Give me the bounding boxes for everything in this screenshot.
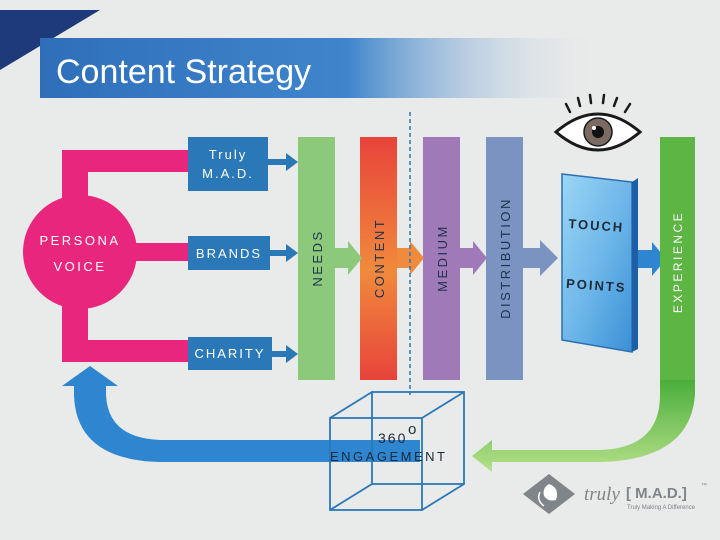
touch-to-experience-arrow: [638, 242, 666, 276]
content-label: CONTENT: [372, 218, 387, 298]
brands-box: [188, 236, 270, 270]
persona-voice-circle: [23, 195, 137, 309]
points-label: POINTS: [566, 276, 627, 295]
degree-mark: o: [408, 421, 416, 438]
needs-column: [298, 137, 335, 380]
experience-return-arrow: [472, 380, 695, 472]
logo-trademark: ™: [701, 482, 707, 489]
distribution-arrow: [523, 240, 558, 276]
engagement-label: ENGAGEMENT: [330, 449, 447, 464]
voice-label: VOICE: [54, 259, 107, 274]
medium-column: [423, 137, 460, 380]
logo-script: truly: [584, 484, 620, 505]
medium-arrow: [460, 241, 487, 275]
logo-bracketed: [ M.A.D.]: [626, 485, 687, 502]
experience-label: EXPERIENCE: [671, 211, 685, 313]
needs-label: NEEDS: [310, 229, 325, 286]
distribution-label: DISTRIBUTION: [498, 197, 513, 319]
truly-mad-label-line1: Truly: [209, 147, 247, 162]
source-arrows: [268, 153, 298, 363]
charity-label: CHARITY: [194, 346, 265, 361]
truly-mad-label-line2: M.A.D.: [202, 166, 254, 181]
touch-points-edge: [632, 178, 638, 352]
persona-connectors: [62, 150, 190, 362]
persona-label: PERSONA: [39, 233, 120, 248]
medium-label: MEDIUM: [435, 224, 450, 292]
engagement-number: 360: [378, 430, 407, 446]
eye-icon: [553, 93, 643, 152]
truly-mad-logo: truly [ M.A.D.] ™ Truly Making A Differe…: [523, 474, 707, 514]
touch-points-panel: [561, 173, 633, 353]
needs-arrow: [335, 241, 362, 275]
truly-mad-box: [188, 137, 268, 191]
page-title: Content Strategy: [56, 53, 311, 91]
engagement-cube: [329, 391, 465, 511]
logo-tagline: Truly Making A Difference: [627, 505, 696, 511]
engagement-return-arrow: [62, 366, 420, 462]
distribution-column: [486, 137, 523, 380]
experience-column: [660, 137, 695, 380]
content-column: [360, 137, 397, 380]
title-bar: [40, 38, 600, 98]
content-arrow: [397, 241, 424, 275]
touch-label: TOUCH: [568, 216, 625, 235]
brands-label: BRANDS: [196, 246, 262, 261]
charity-box: [188, 337, 272, 370]
